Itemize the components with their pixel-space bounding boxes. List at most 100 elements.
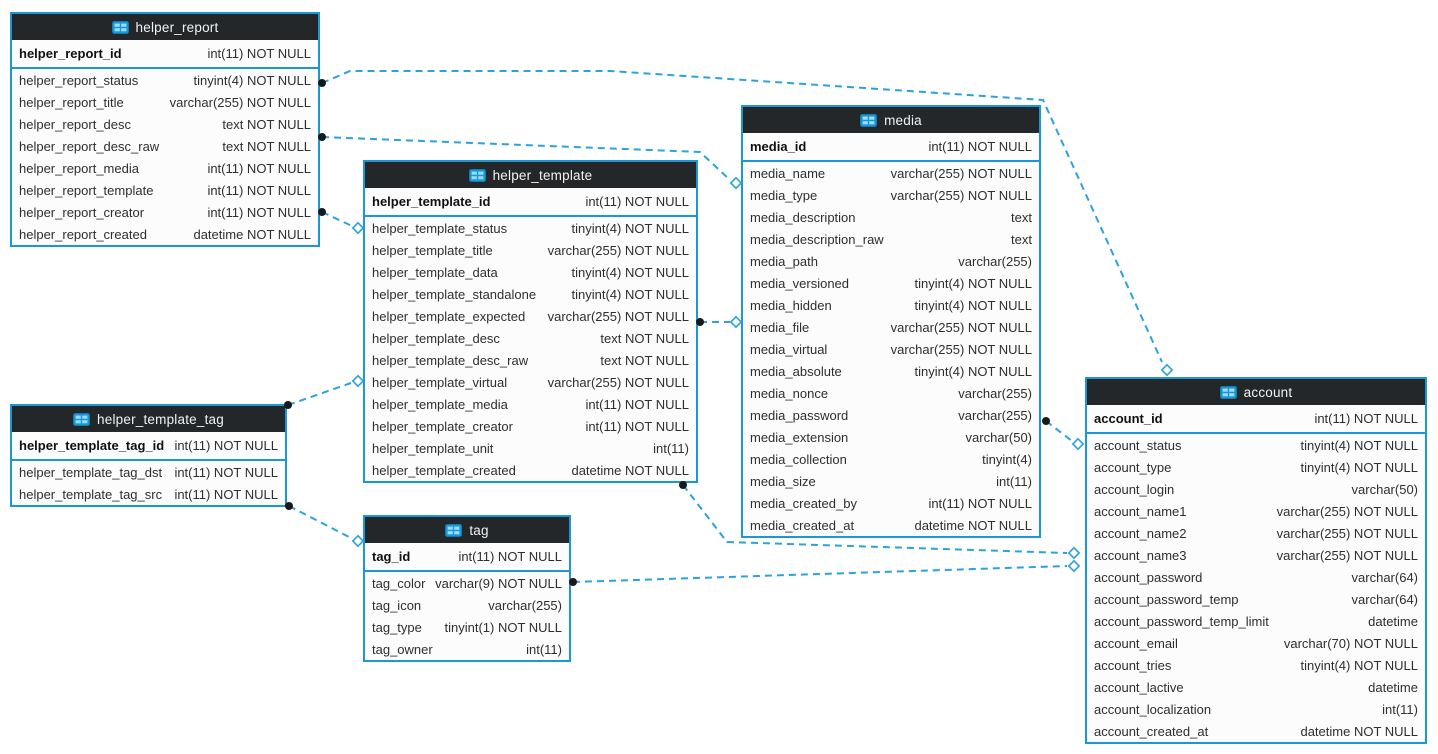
relation-endpoint-diamond <box>351 534 365 548</box>
column-helper_template_title[interactable]: helper_template_title varchar(255) NOT NU… <box>365 239 696 261</box>
relation-media-account[interactable] <box>1042 417 1085 451</box>
relation-endpoint-diamond <box>1160 363 1174 377</box>
relation-helper_template_tag-helper_template[interactable] <box>284 374 365 409</box>
table-header-tag[interactable]: tag <box>365 517 569 543</box>
relation-line[interactable] <box>572 565 1068 583</box>
column-name: account_type <box>1094 459 1172 475</box>
relation-line[interactable] <box>321 211 353 227</box>
column-name: account_localization <box>1094 701 1212 717</box>
relation-tag-account[interactable] <box>569 559 1081 586</box>
column-type: int(11) NOT NULL <box>585 396 689 412</box>
column-type: varchar(255) NOT NULL <box>547 242 689 258</box>
column-type: datetime <box>1368 613 1418 629</box>
relation-helper_report-helper_template[interactable] <box>318 208 365 235</box>
relation-helper_template_tag-tag[interactable] <box>285 502 365 548</box>
table-title: tag <box>469 522 489 538</box>
table-header-media[interactable]: media <box>743 107 1039 133</box>
column-name: helper_template_desc_raw <box>372 352 529 368</box>
relation-line[interactable] <box>288 505 352 539</box>
relation-line[interactable] <box>1045 420 1073 442</box>
table-header-helper_template[interactable]: helper_template <box>365 162 696 188</box>
relation-line[interactable] <box>287 382 352 406</box>
relation-helper_template-media[interactable] <box>696 315 743 329</box>
table-header-helper_template_tag[interactable]: helper_template_tag <box>12 406 285 432</box>
table-header-account[interactable]: account <box>1087 379 1425 405</box>
column-name: media_size <box>750 473 816 489</box>
table-header-helper_report[interactable]: helper_report <box>12 14 318 40</box>
column-name: tag_color <box>372 575 426 591</box>
column-type: int(11) NOT NULL <box>174 486 278 502</box>
column-name: helper_template_title <box>372 242 493 258</box>
column-name: media_created_by <box>750 495 857 511</box>
